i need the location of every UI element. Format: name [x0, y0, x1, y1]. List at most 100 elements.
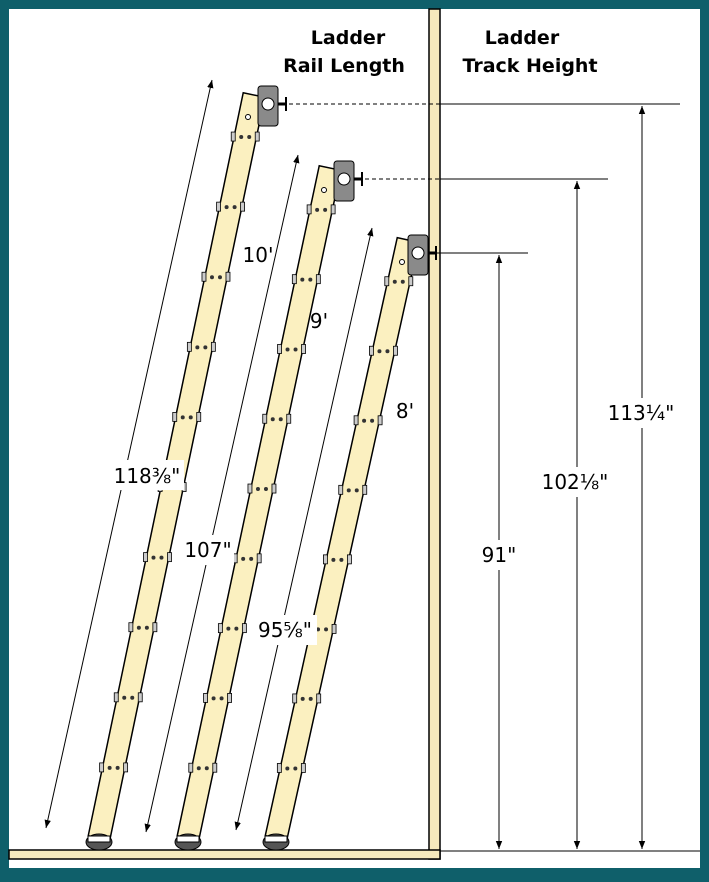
rung-bracket	[128, 622, 134, 633]
rail-bolt	[399, 259, 405, 265]
rung-bracket	[225, 271, 231, 282]
rung-bracket	[330, 204, 336, 215]
ladder-9-nominal-label: 9'	[310, 309, 328, 333]
rung-bracket	[123, 762, 129, 773]
rung-bolt	[196, 766, 201, 771]
rung-bracket	[99, 762, 105, 773]
ladder-9-track-height-label: 102⅛"	[542, 470, 609, 494]
bookcase-side	[428, 8, 441, 860]
rung-bolt	[354, 488, 359, 493]
rung-bolt	[377, 349, 382, 354]
rung-bolt	[107, 765, 112, 770]
rung-bracket	[271, 483, 277, 494]
rail-bolt	[321, 187, 327, 193]
rung-bolt	[122, 695, 127, 700]
rail-header-line2: Rail Length	[283, 55, 405, 77]
rung-bolt	[385, 349, 390, 354]
rung-bolt	[308, 696, 313, 701]
rung-bracket	[286, 413, 292, 424]
rung-bolt	[255, 487, 260, 492]
rung-bolt	[346, 488, 351, 493]
rung-bracket	[306, 204, 312, 215]
rung-bolt	[400, 279, 405, 284]
rung-bracket	[292, 693, 298, 704]
rung-bolt	[188, 415, 193, 420]
rung-bracket	[210, 341, 216, 352]
rung-bolt	[263, 487, 268, 492]
rung-bolt	[232, 205, 237, 210]
ladder-foot-cap	[87, 835, 111, 843]
rail-bolt	[245, 114, 251, 120]
rung-bracket	[172, 412, 178, 422]
label-bg	[474, 540, 524, 570]
track-dimension-10	[282, 103, 680, 849]
rung-bolt	[339, 557, 344, 562]
rung-bracket	[408, 276, 414, 287]
ladder-9-rail-length-label: 107"	[184, 538, 231, 562]
rung-bracket	[338, 484, 344, 495]
rung-bracket	[240, 201, 246, 212]
roller-wheel	[411, 246, 425, 260]
rung-bolt	[285, 347, 290, 352]
rung-bracket	[137, 692, 143, 703]
rung-bolt	[392, 279, 397, 284]
rung-bracket	[143, 552, 148, 563]
rung-bolt	[247, 135, 252, 140]
rung-bolt	[209, 275, 214, 280]
rung-bolt	[241, 556, 246, 561]
rung-bracket	[315, 274, 321, 285]
rung-bolt	[315, 207, 320, 212]
floor	[8, 849, 441, 860]
rung-bracket	[167, 552, 172, 563]
rung-bolt	[239, 135, 244, 140]
rail-header-line1: Ladder	[311, 27, 386, 49]
rung-bracket	[331, 623, 337, 634]
rung-bracket	[322, 554, 328, 565]
rung-bolt	[180, 415, 185, 420]
rung-bolt	[249, 556, 254, 561]
ladder-foot-cap	[264, 835, 288, 843]
rung-bolt	[211, 696, 216, 701]
rung-bracket	[377, 415, 383, 426]
rung-bracket	[201, 271, 207, 282]
label-bg	[603, 398, 679, 428]
rung-bracket	[227, 693, 232, 703]
rung-bracket	[113, 692, 119, 703]
label-bg	[535, 467, 615, 497]
ladder-foot-cap	[176, 835, 200, 843]
ladder-8-rail-length-label: 95⅝"	[258, 618, 312, 642]
rung-bracket	[254, 131, 260, 142]
rung-bolt	[195, 345, 200, 350]
rung-bolt	[324, 627, 329, 632]
track-dimension-9	[358, 178, 608, 849]
rung-bolt	[151, 555, 156, 560]
rung-bolt	[159, 555, 164, 560]
roller-wheel	[261, 97, 275, 111]
rung-bolt	[270, 417, 275, 422]
rung-bracket	[188, 762, 194, 773]
rung-bracket	[346, 554, 352, 565]
ladder-10-nominal-label: 10'	[243, 243, 274, 267]
rung-bracket	[276, 763, 282, 773]
rung-bracket	[262, 413, 268, 424]
rung-bracket	[291, 274, 297, 285]
rung-bracket	[186, 341, 192, 352]
ladder-8-nominal-label: 8'	[396, 399, 414, 423]
rung-bolt	[293, 347, 298, 352]
label-bg	[253, 615, 317, 645]
rung-bracket	[196, 412, 202, 422]
rung-bracket	[384, 276, 390, 287]
rung-bolt	[308, 277, 313, 282]
rung-bolt	[224, 205, 229, 210]
rung-bolt	[323, 207, 328, 212]
dimension-line	[234, 227, 374, 831]
rung-bolt	[226, 626, 231, 631]
track-header-line2: Track Height	[462, 55, 597, 77]
rung-bracket	[369, 345, 374, 356]
rung-bracket	[230, 131, 236, 142]
rung-bolt	[285, 766, 290, 771]
rung-bracket	[152, 622, 158, 633]
ladder-10-rail-length-label: 118⅜"	[114, 464, 181, 488]
ladder-10-track-height-label: 113¼"	[608, 401, 675, 425]
rung-bolt	[278, 417, 283, 422]
